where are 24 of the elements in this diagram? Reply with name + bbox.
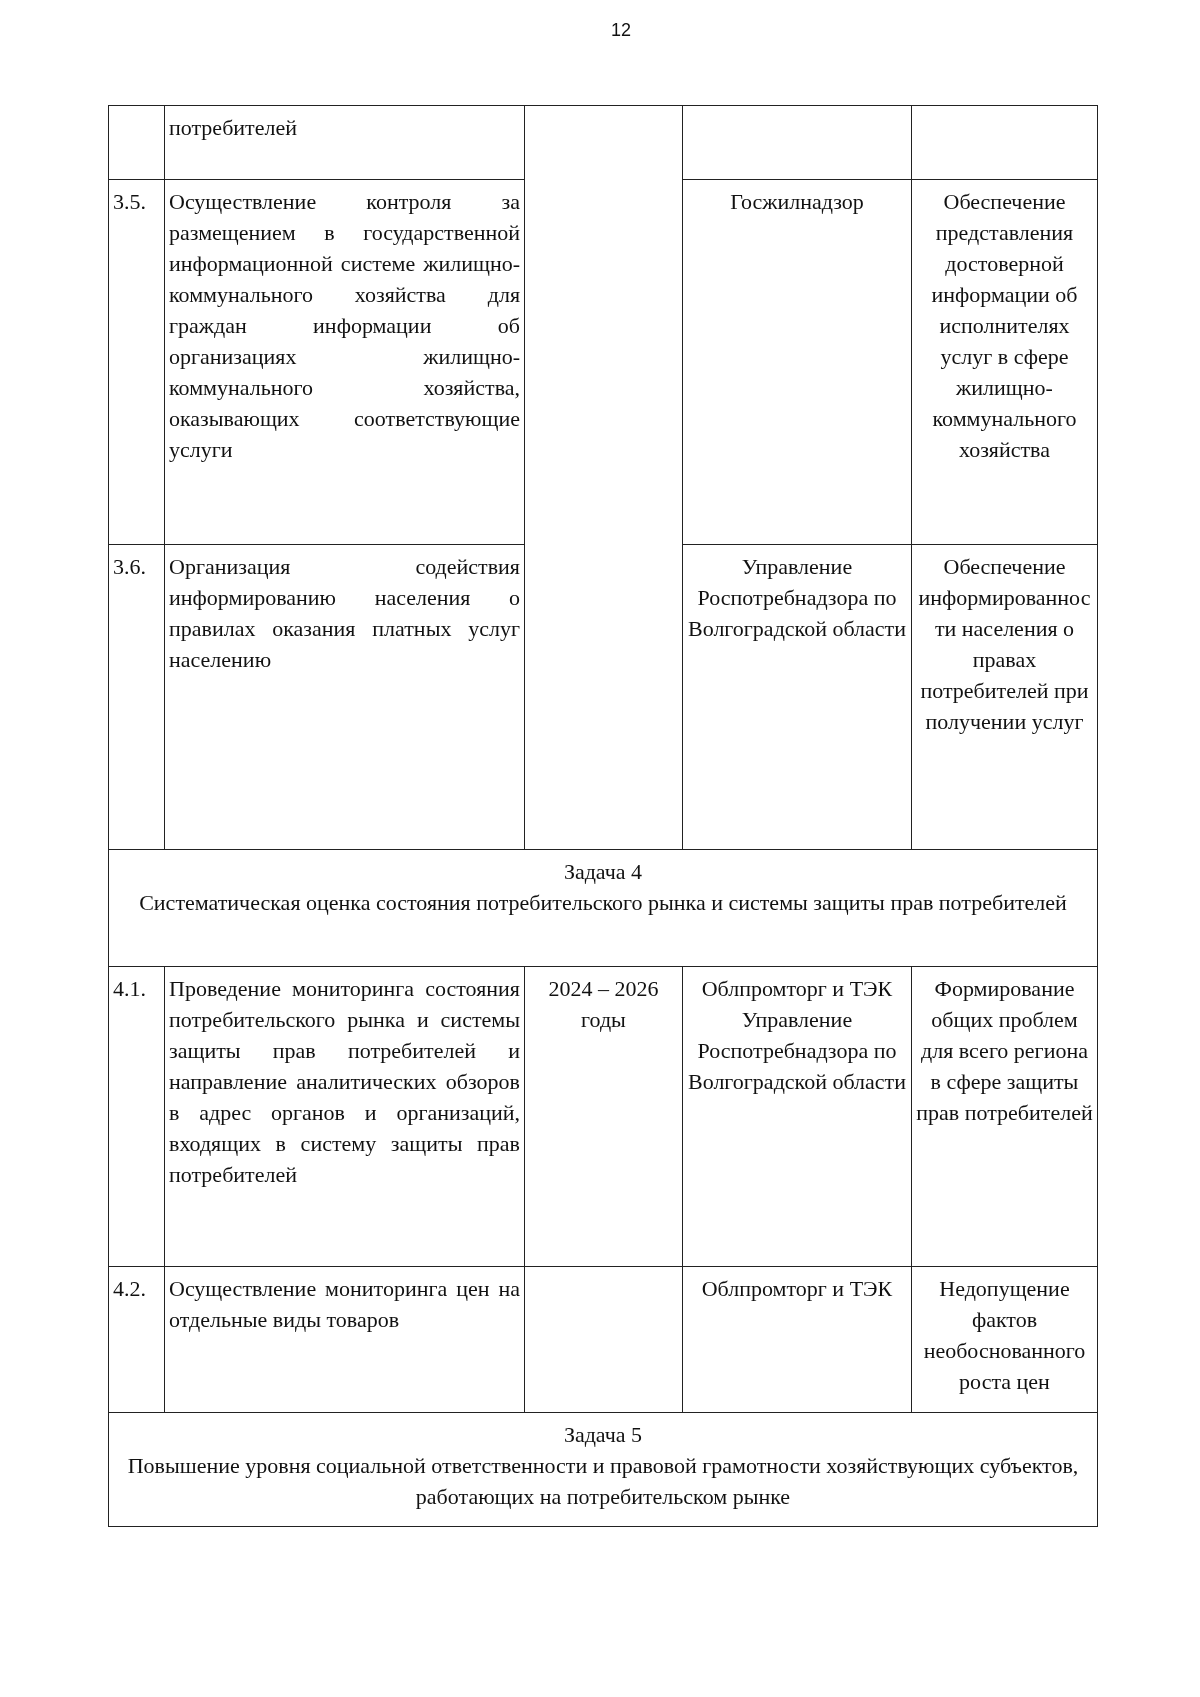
task-heading: Систематическая оценка состояния потребительского рынка и системы защиты прав потребителей <box>138 889 1068 917</box>
expected-result-text: Обеспечение информированности населения о правах потребителей при получении услуг <box>917 553 1092 736</box>
row-number: 4.1. <box>113 975 147 1003</box>
measure-description: Осуществление мониторинга цен на отдельные виды товаров <box>169 1275 520 1334</box>
row-number: 3.6. <box>113 553 147 581</box>
task-number: Задача 4 <box>562 858 644 886</box>
measure-description: потребителей <box>169 114 298 142</box>
executor-text: Управление Роспотребнадзора по Волгоградской области <box>687 1006 907 1096</box>
expected-result-text: Недопущение фактов необоснованного роста цен <box>922 1275 1087 1396</box>
expected-result-text: Формирование общих проблем для всего региона в сфере защиты прав потребителей <box>916 975 1093 1127</box>
row-number: 4.2. <box>113 1275 147 1303</box>
row-number: 3.5. <box>113 188 147 216</box>
executor-text: Облпромторг и ТЭК <box>700 1275 894 1303</box>
executor-text: Госжилнадзор <box>729 188 865 216</box>
expected-result-text: Обеспечение представления достоверной информации об исполнителях услуг в сфере жилищно-коммунального хозяйства <box>930 188 1079 464</box>
task-number: Задача 5 <box>562 1421 644 1449</box>
measure-description: Проведение мониторинга состояния потребительского рынка и системы защиты прав потребителей и направление аналитических обзоров в адрес органов и организаций, входящих в систему защиты прав потребителей <box>169 975 520 1189</box>
page-number: 12 <box>611 20 632 41</box>
task-heading: Повышение уровня социальной ответственности и правовой грамотности хозяйствующих субъектов, работающих на потребительском рынке <box>126 1452 1080 1511</box>
executor-text: Облпромторг и ТЭК <box>700 975 894 1003</box>
measure-description: Осуществление контроля за размещением в государственной информационной системе жилищно-коммунального хозяйства для граждан информации об организациях жилищно-коммунального хозяйства, оказывающих соответствующие услуги <box>169 188 520 464</box>
executor-text: Управление Роспотребнадзора по Волгоградской области <box>687 553 907 643</box>
deadline-text: 2024 – 2026 годы <box>547 975 660 1034</box>
measure-description: Организация содействия информированию населения о правилах оказания платных услуг населению <box>169 553 520 674</box>
